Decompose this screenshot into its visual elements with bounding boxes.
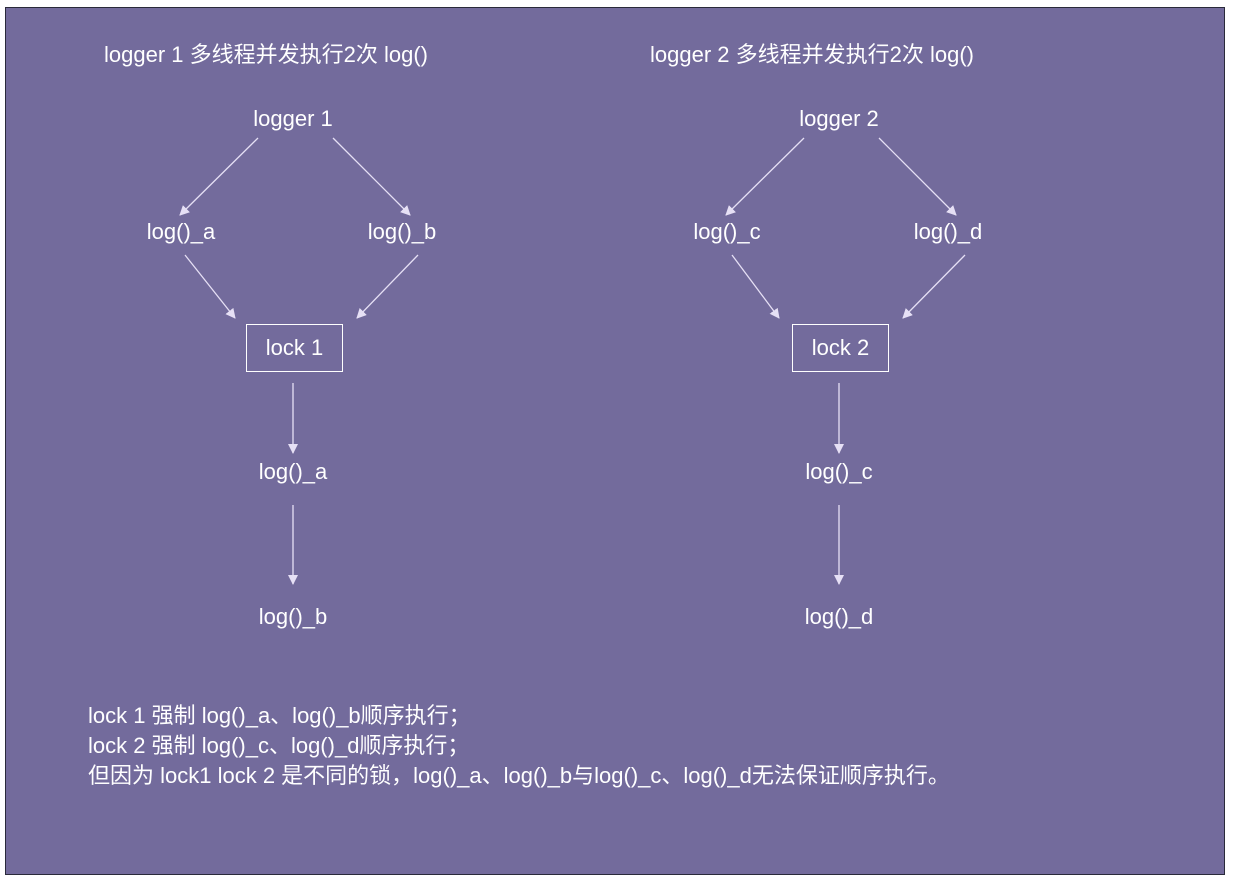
right-branch-b-node: log()_d xyxy=(913,219,983,244)
right-root-node: logger 2 xyxy=(799,106,879,131)
left-output-second-node: log()_b xyxy=(258,604,328,629)
arrow-branch-b-to-lock-right xyxy=(902,254,966,319)
left-branch-b-node: log()_b xyxy=(367,219,437,244)
arrow-branch-a-to-lock-left xyxy=(184,254,236,319)
right-output-first-node: log()_c xyxy=(805,459,873,484)
arrow-root-to-branch-b-right xyxy=(878,137,957,216)
right-diagram-heading: logger 2 多线程并发执行2次 log() xyxy=(650,42,974,67)
explanation-notes: lock 1 强制 log()_a、log()_b顺序执行； lock 2 强制… xyxy=(88,701,950,791)
arrow-branch-b-to-lock-left xyxy=(356,254,419,319)
diagram-canvas xyxy=(5,7,1225,875)
left-output-first-node: log()_a xyxy=(258,459,328,484)
arrow-root-to-branch-a-left xyxy=(179,137,259,216)
arrow-root-to-branch-b-left xyxy=(332,137,411,216)
right-lock-label: lock 2 xyxy=(811,335,870,360)
left-branch-a-node: log()_a xyxy=(146,219,216,244)
note-line: 但因为 lock1 lock 2 是不同的锁，log()_a、log()_b与l… xyxy=(88,763,950,788)
left-lock-label: lock 1 xyxy=(265,335,324,360)
right-lock-box: lock 2 xyxy=(792,324,889,372)
right-output-second-node: log()_d xyxy=(804,604,874,629)
left-root-node: logger 1 xyxy=(253,106,333,131)
arrow-root-to-branch-a-right xyxy=(725,137,805,216)
note-line: lock 2 强制 log()_c、log()_d顺序执行； xyxy=(88,733,470,758)
note-line: lock 1 强制 log()_a、log()_b顺序执行； xyxy=(88,703,471,728)
left-lock-box: lock 1 xyxy=(246,324,343,372)
arrow-branch-a-to-lock-right xyxy=(731,254,780,319)
right-branch-a-node: log()_c xyxy=(693,219,761,244)
left-diagram-heading: logger 1 多线程并发执行2次 log() xyxy=(104,42,428,67)
